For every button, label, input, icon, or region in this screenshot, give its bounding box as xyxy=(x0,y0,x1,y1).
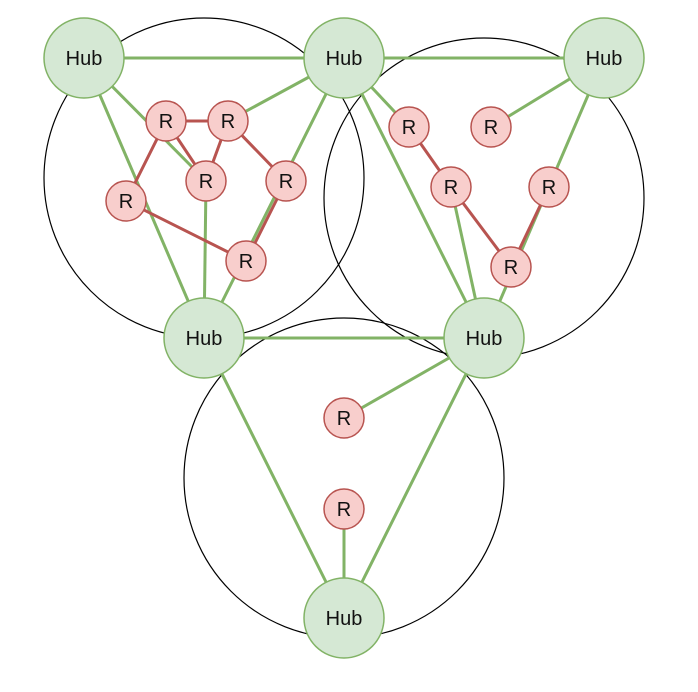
hub-link xyxy=(342,57,486,339)
router-circle xyxy=(105,180,147,222)
router-circle xyxy=(323,488,365,530)
router-node[interactable]: R xyxy=(528,166,570,208)
router-circle xyxy=(528,166,570,208)
router-label: R xyxy=(119,191,133,213)
router-node[interactable]: R xyxy=(430,166,472,208)
hub-label: Hub xyxy=(586,48,623,70)
router-label: R xyxy=(444,177,458,199)
router-label: R xyxy=(337,408,351,430)
hub-label: Hub xyxy=(326,48,363,70)
hub-link xyxy=(202,57,346,339)
router-node[interactable]: R xyxy=(225,240,267,282)
router-label: R xyxy=(221,111,235,133)
router-link xyxy=(125,199,247,263)
hub-node[interactable]: Hub xyxy=(163,297,245,379)
router-label: R xyxy=(484,117,498,139)
hub-label: Hub xyxy=(66,48,103,70)
router-label: R xyxy=(337,499,351,521)
router-circle xyxy=(207,100,249,142)
hub-label: Hub xyxy=(326,608,363,630)
router-circle xyxy=(185,160,227,202)
hub-label: Hub xyxy=(186,328,223,350)
router-node[interactable]: R xyxy=(388,106,430,148)
hub-label: Hub xyxy=(466,328,503,350)
router-label: R xyxy=(199,171,213,193)
router-node[interactable]: R xyxy=(105,180,147,222)
hub-circle xyxy=(563,17,645,99)
router-circle xyxy=(225,240,267,282)
hub-node[interactable]: Hub xyxy=(443,297,525,379)
router-label: R xyxy=(542,177,556,199)
hub-node[interactable]: Hub xyxy=(303,577,385,659)
router-label: R xyxy=(239,251,253,273)
hub-link xyxy=(202,337,346,619)
hub-circle xyxy=(43,17,125,99)
hub-node[interactable]: Hub xyxy=(563,17,645,99)
router-label: R xyxy=(402,117,416,139)
router-node[interactable]: R xyxy=(185,160,227,202)
hub-circle xyxy=(163,297,245,379)
hub-circle xyxy=(443,297,525,379)
hub-link xyxy=(342,337,486,619)
hub-node[interactable]: Hub xyxy=(303,17,385,99)
hub-node[interactable]: Hub xyxy=(43,17,125,99)
router-circle xyxy=(490,246,532,288)
router-circle xyxy=(323,397,365,439)
router-node[interactable]: R xyxy=(470,106,512,148)
router-circle xyxy=(430,166,472,208)
router-label: R xyxy=(279,171,293,193)
router-circle xyxy=(470,106,512,148)
router-node[interactable]: R xyxy=(490,246,532,288)
router-circle xyxy=(388,106,430,148)
router-node[interactable]: R xyxy=(265,160,307,202)
router-node[interactable]: R xyxy=(145,100,187,142)
router-node[interactable]: R xyxy=(323,397,365,439)
hub-circle xyxy=(303,17,385,99)
router-node[interactable]: R xyxy=(323,488,365,530)
hub-circle xyxy=(303,577,385,659)
router-label: R xyxy=(159,111,173,133)
router-node[interactable]: R xyxy=(207,100,249,142)
router-circle xyxy=(145,100,187,142)
router-label: R xyxy=(504,257,518,279)
router-circle xyxy=(265,160,307,202)
